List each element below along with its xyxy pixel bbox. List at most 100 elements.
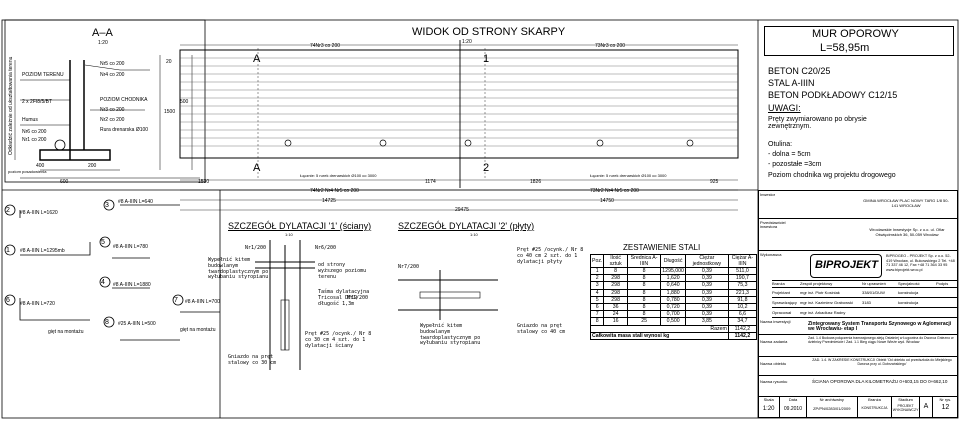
- cover-heading: Otulina:: [768, 141, 793, 148]
- dim-text: 74Nr3 co 200: [310, 43, 341, 49]
- team-header-cell: Zespół projektowy: [800, 281, 833, 286]
- footer-header: Skala: [763, 397, 774, 402]
- sum-value: 1142,2: [727, 324, 758, 333]
- detail1-label: Nr6/200: [315, 245, 337, 251]
- detail2-label: Nr7/200: [398, 264, 420, 270]
- layer-label: Nr4 co 200: [100, 72, 125, 78]
- notes-heading: UWAGI:: [768, 103, 801, 113]
- cell: 25: [626, 317, 662, 326]
- drain-note: Łącznie: 5 rurek drenarskich Ø100 co 300…: [300, 173, 377, 178]
- company-logo: BIPROJEKT: [810, 254, 882, 278]
- dim-text: 1530: [198, 179, 210, 185]
- dim-text: 1826: [530, 179, 542, 185]
- scale-value: 1:20: [762, 406, 775, 412]
- header-cell: Ilość sztuk: [603, 254, 628, 268]
- branch-value: KONSTRUKCJA: [861, 406, 888, 410]
- layer-label: Nr2 co 200: [100, 117, 125, 123]
- cell: 24: [603, 310, 628, 319]
- detail1-label: Pręt #25 /ocynk./ Nr 8 co 30 cm 4 szt. d…: [305, 331, 372, 349]
- dim-text: 20: [166, 59, 172, 65]
- cell: 8: [626, 310, 662, 319]
- team-cell: konstrukcja: [898, 290, 919, 295]
- layer-label: Nr6 co 200: [22, 129, 47, 135]
- cover-bottom: - dolna = 5cm: [768, 151, 811, 158]
- stamp-investor: GMINA WROCŁAW PLAC NOWY TARG 1/8 50-141 …: [863, 198, 949, 208]
- team-header-cell: Branża: [772, 281, 785, 286]
- cell: 0,39: [684, 281, 729, 290]
- dim-text: 1174: [425, 179, 436, 185]
- divider: [758, 218, 958, 219]
- stamp-label: Wykonawca: [760, 252, 782, 257]
- layer-label: Humus: [22, 117, 38, 123]
- header-cell: Średnica A-IIIN: [626, 254, 662, 268]
- bar-number: 7: [174, 297, 178, 304]
- cell: 1: [589, 266, 605, 276]
- divider: [758, 375, 958, 376]
- cell: 0,39: [684, 295, 729, 304]
- footer-header: Nr archiwalny: [819, 397, 844, 402]
- cell: 1,620: [660, 274, 686, 283]
- team-cell: Sprawdzający: [772, 300, 797, 305]
- cell: 75,3: [727, 281, 758, 290]
- cell: 298: [603, 281, 628, 290]
- detail2-label: Wypełnić kitem budowlanym twardoplastycz…: [420, 323, 481, 347]
- dim-text: 73Nr2 Nr4 Nr5 co 200: [590, 188, 639, 194]
- cell: 3: [589, 281, 605, 290]
- footer-cell: Skala 1:20: [758, 397, 781, 418]
- bar-number: 4: [101, 279, 105, 286]
- dim-text: 74Nr2 Nr4 Nr5 co 200: [310, 188, 359, 194]
- divider: [758, 356, 958, 357]
- stamp-repr: Wrocławskie Inwestycje Sp. z o.o. ul. Of…: [869, 227, 945, 237]
- team-cell: Projektant: [772, 290, 791, 295]
- lean-concrete: BETON PODKŁADOWY C12/15: [768, 90, 898, 100]
- cell: 0,39: [684, 302, 729, 312]
- cell: 8: [626, 288, 662, 297]
- dim-text: 14725: [322, 198, 336, 204]
- detail1-label: Taśma dylatacyjna Tricosal DF19 długość …: [318, 289, 370, 307]
- bar-number: 2: [6, 207, 10, 214]
- section-mark: 1: [483, 53, 490, 65]
- detail1-label: Nr1/200: [347, 295, 369, 301]
- team-cell: mgr inż. Piotr Kosiniak: [800, 290, 840, 295]
- project-name: Zintegrowany System Transportu Szynowego…: [808, 321, 952, 332]
- elevation-scale: 1:20: [462, 39, 472, 45]
- dim-text: 400: [36, 163, 45, 169]
- layer-label: 2 x 2FI8/5/BT: [22, 99, 53, 105]
- steel-schedule: Poz. Ilość sztuk Średnica A-IIIN Długość…: [589, 254, 758, 340]
- detail1-label: Nr1/200: [245, 245, 267, 251]
- divider: [758, 250, 958, 251]
- team-table: Branża Zespół projektowy Nr uprawnień Sp…: [772, 280, 958, 318]
- detail2-label: Pręt #25 /ocynk./ Nr 8 co 40 cm 2 szt. d…: [517, 247, 584, 265]
- detail1-label: Gniazdo na pręt stalowy co 30 cm: [228, 354, 277, 366]
- cell: 0,39: [684, 288, 729, 297]
- cell: 0,39: [684, 274, 729, 283]
- bar-number: 6: [6, 297, 10, 304]
- layer-label: Nr3 co 200: [100, 107, 125, 113]
- section-footer: poziom posadowienia: [8, 169, 47, 174]
- cell: 0,500: [660, 317, 686, 326]
- drawing-number: 12: [941, 404, 950, 411]
- cell: 221,3: [727, 288, 758, 297]
- cell: 34,7: [727, 317, 758, 326]
- steel-schedule-title: ZESTAWIENIE STALI: [623, 243, 701, 252]
- header-cell: Poz.: [589, 254, 605, 268]
- dim-text: 200: [88, 163, 97, 169]
- cell: 298: [603, 288, 628, 297]
- concrete-class: BETON C20/25: [768, 66, 831, 76]
- structure-name: MUR OPOROWY: [812, 28, 899, 40]
- note-text: Pręty zwymiarowano po obrysie zewnętrzny…: [768, 116, 867, 130]
- bar-label: #8 A-IIIN L=640: [118, 199, 153, 205]
- layer-label: POZIOM TERENU: [22, 72, 64, 78]
- dim-text: 500: [180, 99, 189, 105]
- team-cell: 3183: [862, 300, 871, 305]
- team-cell: mgr inż. Kazimierz Grabowski: [800, 300, 853, 305]
- sheet-letter: A: [920, 397, 933, 418]
- section-title: A–A: [92, 27, 113, 39]
- team-header-cell: Nr uprawnień: [862, 281, 886, 286]
- cell: 6,6: [727, 310, 758, 319]
